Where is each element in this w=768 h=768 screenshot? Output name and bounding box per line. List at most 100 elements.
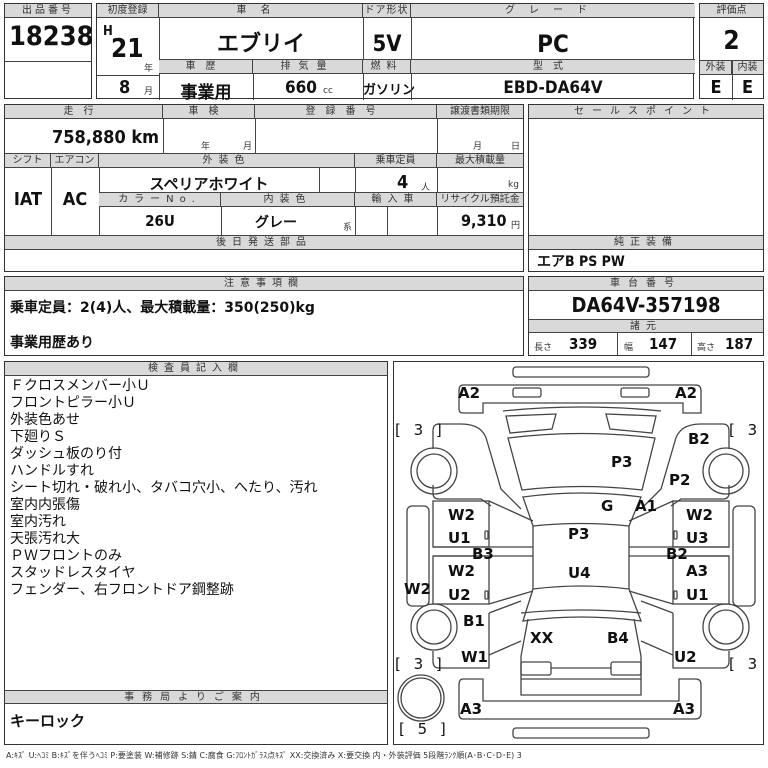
inspector-line: スタッドレスタイヤ xyxy=(10,565,136,581)
damage-mark: U2 xyxy=(674,648,697,666)
first-reg-month: 8 xyxy=(119,77,131,98)
color-no: 26U xyxy=(145,212,175,230)
displacement-unit: cc xyxy=(323,86,333,96)
inspector-line: フェンダー、右フロントドア鋼整跡 xyxy=(10,582,234,598)
inspector-line: 室内汚れ xyxy=(10,514,66,530)
inspector-box: 検査員記入欄 Ｆクロスメンバー小Ｕ フロントピラー小Ｕ 外装色あせ 下廻りＳ ダ… xyxy=(4,361,388,745)
inspector-line: シート切れ・破れ小、タバコ穴小、へたり、汚れ xyxy=(10,480,318,496)
tire-depth: [ 3 ] xyxy=(729,421,768,439)
notes-label: 注意事項欄 xyxy=(5,277,523,291)
capacity: 4 xyxy=(397,172,409,193)
damage-mark: W1 xyxy=(461,648,488,666)
note-line: 事業用歴あり xyxy=(10,335,94,351)
capacity-unit: 人 xyxy=(421,183,431,193)
chassis-label: 車台番号 xyxy=(529,277,763,291)
spec-label: 諸元 xyxy=(529,319,763,333)
score-label: 評価点 xyxy=(700,4,763,18)
inspector-line: 天張汚れ大 xyxy=(10,531,80,547)
damage-mark: A3 xyxy=(460,700,483,718)
grade-label: グレード xyxy=(411,4,695,18)
damage-diagram xyxy=(393,361,764,745)
damage-mark: U3 xyxy=(686,529,709,547)
damage-mark: A3 xyxy=(686,562,709,580)
damage-mark: W2 xyxy=(448,506,475,524)
damage-mark: A2 xyxy=(458,384,481,402)
equipment-label: 純正装備 xyxy=(529,236,763,250)
interior-color: グレー xyxy=(255,215,297,231)
notes-box: 注意事項欄 乗車定員：2(4)人、最大積載量：350(250)kg 事業用歴あり xyxy=(4,276,524,356)
damage-mark: A3 xyxy=(673,700,696,718)
sales-point-label: セールスポイント xyxy=(529,105,763,119)
office-label: 事務局よりご案内 xyxy=(5,690,387,704)
interior-color-label: 内装色 xyxy=(221,193,355,207)
inspector-notes: Ｆクロスメンバー小Ｕ フロントピラー小Ｕ 外装色あせ 下廻りＳ ダッシュ板のり付… xyxy=(10,378,317,599)
height-label: 高さ xyxy=(697,343,716,353)
door-type: 5V xyxy=(372,32,402,57)
inspector-line: ダッシュ板のり付 xyxy=(10,446,122,462)
recycle-label: リサイクル預託金 xyxy=(437,193,523,207)
car-outline-icon xyxy=(397,366,756,739)
damage-mark: W2 xyxy=(448,562,475,580)
year-unit: 年 xyxy=(144,64,154,74)
tire-depth: [ 3 ] xyxy=(729,655,768,673)
tire-depth: [ 3 ] xyxy=(395,655,446,673)
interior-grade: E xyxy=(741,77,754,98)
damage-mark: P3 xyxy=(568,525,590,543)
height: 187 xyxy=(725,335,754,353)
first-reg-year: 21 xyxy=(111,34,144,64)
damage-mark: B1 xyxy=(463,612,485,630)
ac: AC xyxy=(62,189,88,210)
damage-mark: P2 xyxy=(669,471,691,489)
recycle-fee: 9,310 xyxy=(461,211,507,230)
inspector-line: フロントピラー小Ｕ xyxy=(10,395,136,411)
damage-mark: U1 xyxy=(448,529,471,547)
damage-mark: B3 xyxy=(472,545,494,563)
damage-mark: XX xyxy=(530,629,554,647)
ac-label: エアコン xyxy=(51,154,99,168)
damage-mark: G xyxy=(601,497,614,515)
inspector-line: ＰＷフロントのみ xyxy=(10,548,122,564)
chassis-box: 車台番号 DA64V-357198 諸元 長さ 339 幅 147 高さ 187 xyxy=(528,276,764,356)
width-label: 幅 xyxy=(624,343,634,353)
inspector-line: ハンドルすれ xyxy=(10,463,94,479)
history: 事業用 xyxy=(180,83,232,103)
inspector-line: 外装色あせ xyxy=(10,412,80,428)
month-unit: 月 xyxy=(144,87,154,97)
inspection-year-unit: 年 xyxy=(201,142,211,152)
lot-label: 出品番号 xyxy=(5,4,91,18)
inspector-label: 検査員記入欄 xyxy=(5,362,387,376)
max-load-label: 最大積載量 xyxy=(437,154,523,168)
door-label: ドア形状 xyxy=(363,4,411,18)
score-box: 評価点 2 外装 内装 E E xyxy=(699,3,764,100)
note-line: 乗車定員：2(4)人、最大積載量：350(250)kg xyxy=(10,300,315,316)
damage-mark: B2 xyxy=(666,545,688,563)
width: 147 xyxy=(649,335,678,353)
damage-mark: P3 xyxy=(611,453,633,471)
fuel: ガソリン xyxy=(363,83,416,98)
damage-mark: A2 xyxy=(675,384,698,402)
exterior-grade: E xyxy=(710,77,722,98)
damage-mark: W2 xyxy=(686,506,713,524)
capacity-label: 乗車定員 xyxy=(355,154,437,168)
grade: PC xyxy=(537,30,569,58)
office-text: キーロック xyxy=(10,712,86,730)
inspector-line: Ｆクロスメンバー小Ｕ xyxy=(10,378,150,394)
damage-mark: B2 xyxy=(688,430,710,448)
sales-point-box: セールスポイント 純正装備 エアB PS PW xyxy=(528,104,764,272)
inspector-line: 下廻りＳ xyxy=(10,429,66,445)
fuel-label: 燃料 xyxy=(363,60,411,74)
damage-mark: U2 xyxy=(448,586,471,604)
damage-mark: U4 xyxy=(568,564,591,582)
displacement: 660 xyxy=(285,78,317,98)
exterior-color: スペリアホワイト xyxy=(149,175,269,193)
tire-depth: [ 3 ] xyxy=(395,421,446,439)
equipment: エアB PS PW xyxy=(537,254,625,270)
damage-mark: U1 xyxy=(686,586,709,604)
damage-mark: A1 xyxy=(635,497,658,515)
color-label: 外装色 xyxy=(99,154,355,168)
later-parts-label: 後日発送部品 xyxy=(5,236,523,250)
lot-number: 18238 xyxy=(9,21,94,52)
lot-box: 出品番号 18238 xyxy=(4,3,94,99)
import-label: 輸入車 xyxy=(355,193,437,207)
history-label: 車歴 xyxy=(159,60,253,74)
